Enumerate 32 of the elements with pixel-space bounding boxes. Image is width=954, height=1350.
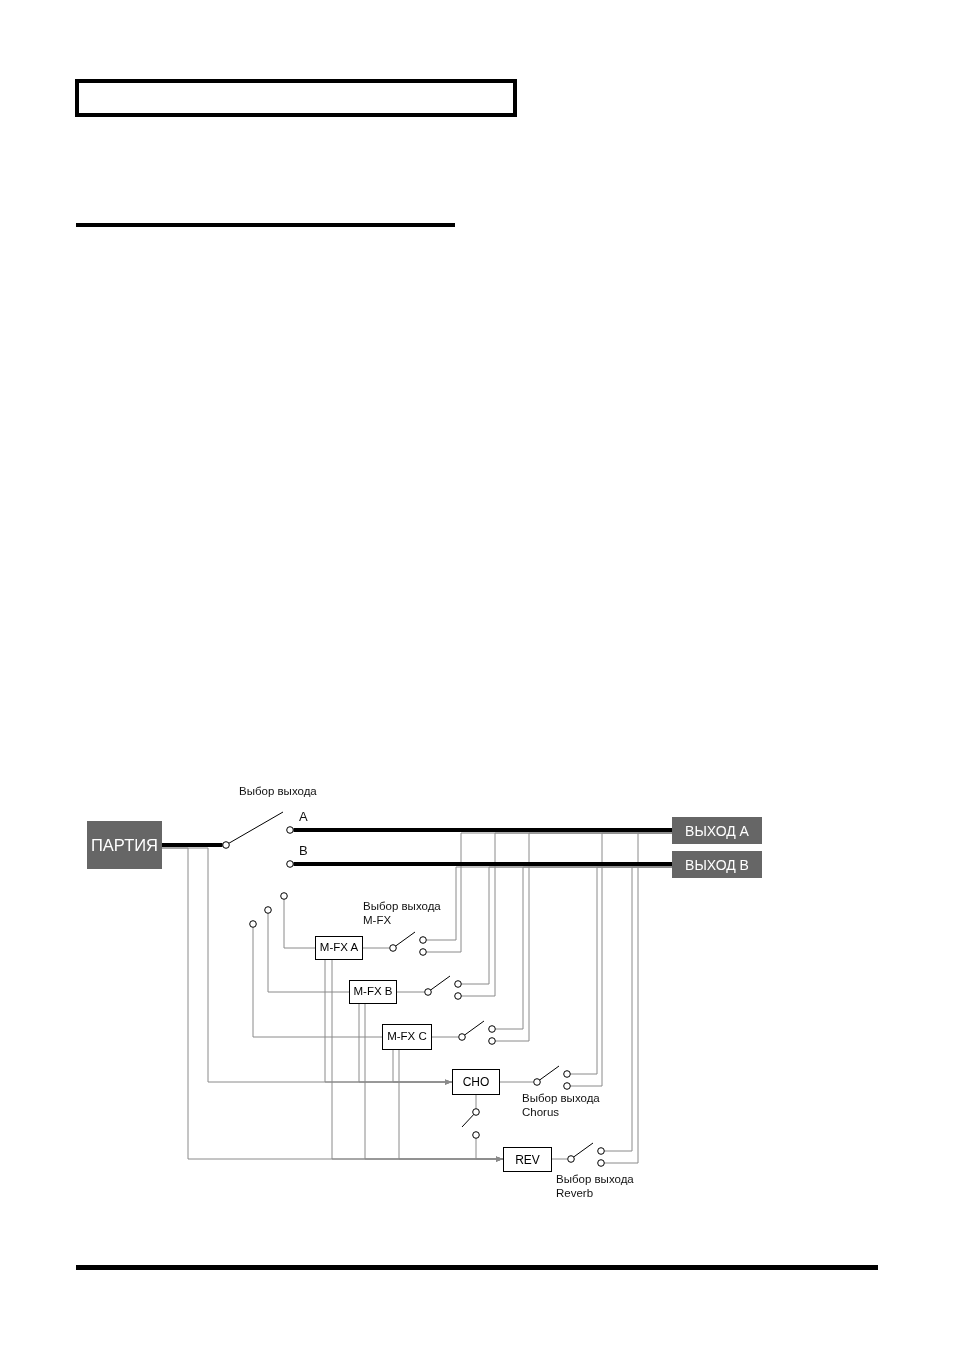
effect-block: CHO bbox=[452, 1069, 500, 1095]
effect-block: M-FX B bbox=[349, 980, 397, 1004]
output-block: ВЫХОД B bbox=[672, 851, 762, 878]
signal-line bbox=[162, 843, 221, 847]
signal-line bbox=[296, 862, 672, 866]
signal-line bbox=[283, 928, 316, 949]
signal-line bbox=[499, 1081, 534, 1083]
effect-block: M-FX C bbox=[382, 1024, 432, 1050]
signal-line bbox=[252, 928, 383, 1038]
input-block: ПАРТИЯ bbox=[87, 821, 162, 869]
switch-caption: Выбор выхода Chorus bbox=[522, 1091, 601, 1119]
output-block: ВЫХОД A bbox=[672, 817, 762, 844]
signal-line bbox=[475, 1094, 477, 1107]
effect-block: M-FX A bbox=[315, 936, 363, 960]
edge-label: B bbox=[299, 843, 308, 858]
signal-line bbox=[396, 991, 425, 993]
switch-symbol bbox=[460, 1106, 480, 1142]
switch-symbol bbox=[458, 1018, 498, 1046]
signal-line bbox=[551, 1158, 568, 1160]
signal-line bbox=[362, 947, 390, 949]
signal-line bbox=[296, 828, 672, 832]
switch-symbol bbox=[567, 1140, 607, 1168]
switch-symbol bbox=[389, 929, 429, 957]
switch-symbol bbox=[533, 1063, 573, 1091]
edge-label: A bbox=[299, 809, 308, 824]
signal-line bbox=[267, 928, 350, 993]
effect-block: REV bbox=[503, 1147, 552, 1172]
signal-line bbox=[431, 1036, 459, 1038]
switch-symbol bbox=[424, 973, 464, 1001]
switch-caption: Выбор выхода M-FX bbox=[363, 899, 442, 927]
switch-caption: Выбор выхода Reverb bbox=[556, 1172, 635, 1200]
switch-caption: Выбор выхода bbox=[239, 784, 318, 798]
